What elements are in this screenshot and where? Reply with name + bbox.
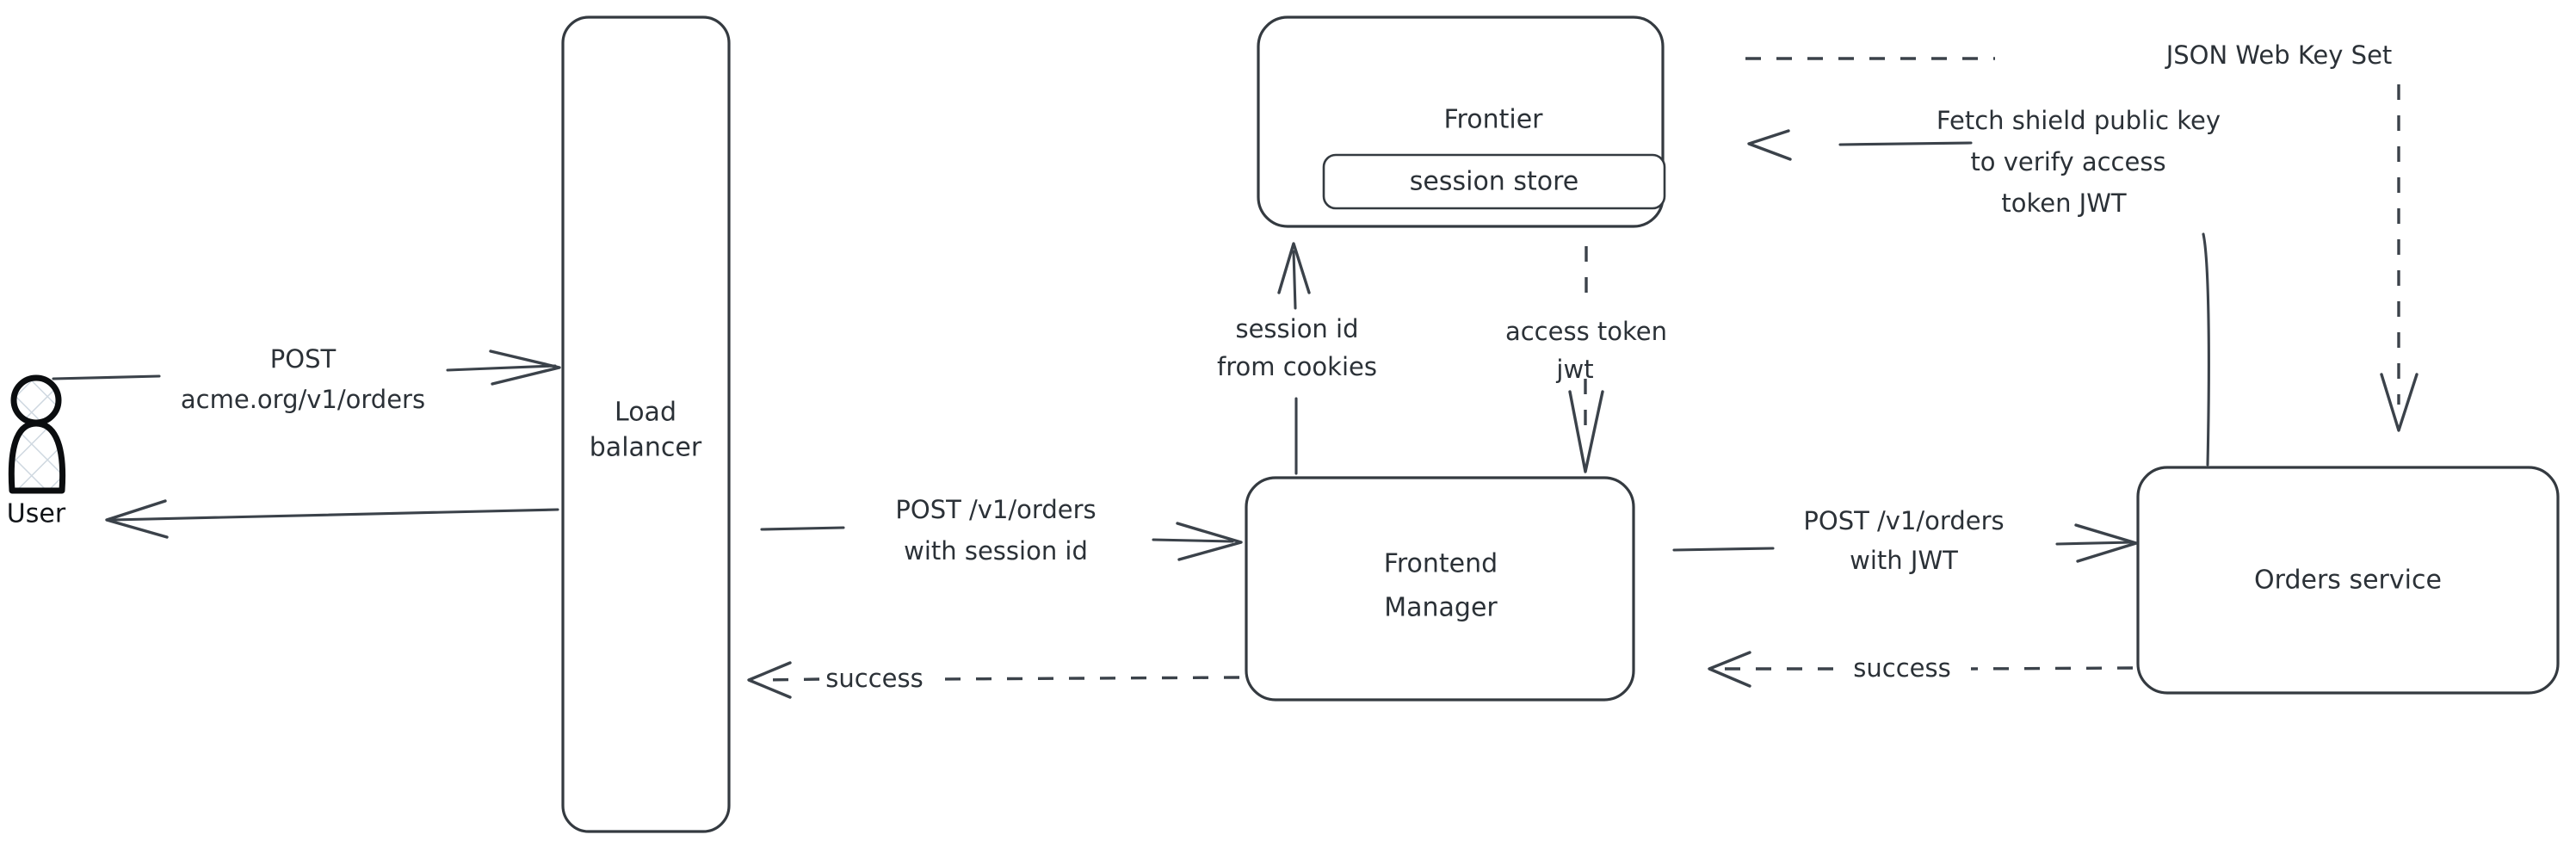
edge-orders-to-fm-line-right <box>1970 666 2134 671</box>
edge-fm-to-orders-line-left <box>1672 547 1775 552</box>
actor-user[interactable]: User <box>7 374 66 529</box>
edge-orders-to-frontier-line-vertical <box>2202 232 2210 467</box>
edge-user-to-lb-label-line1: POST <box>270 344 337 374</box>
edge-orders-to-frontier-line-horizontal <box>1838 141 1973 146</box>
edge-fm-to-orders-label-line1: POST /v1/orders <box>1803 506 2004 535</box>
edge-lb-to-user-line <box>110 508 559 522</box>
frontend-manager-label-line1: Frontend <box>1384 549 1498 579</box>
edge-fm-to-lb-line-left <box>762 677 820 682</box>
edge-frontier-to-fm-arrowhead <box>1568 390 1604 473</box>
edge-user-to-lb-line-left <box>52 374 161 380</box>
session-store-box <box>1322 153 1666 210</box>
edge-frontend-manager-to-frontier: session id from cookies <box>1217 242 1377 475</box>
person-icon-head <box>10 374 62 426</box>
edge-frontier-to-orders-service: JSON Web Key Set <box>1745 40 2418 432</box>
node-load-balancer[interactable]: Load balancer <box>561 15 731 833</box>
edge-user-to-load-balancer: POST acme.org/v1/orders <box>52 344 561 414</box>
edge-orders-to-fm-arrowhead <box>1708 651 1751 688</box>
edge-fm-to-frontier-label-line2: from cookies <box>1217 352 1377 381</box>
edge-load-balancer-to-frontend-manager: POST /v1/orders with session id <box>760 495 1243 566</box>
orders-service-label: Orders service <box>2254 566 2442 596</box>
edge-fm-to-frontier-line-upper <box>1292 250 1297 310</box>
session-store-label: session store <box>1410 167 1578 197</box>
node-frontend-manager[interactable]: Frontend Manager <box>1245 476 1635 702</box>
person-icon-body <box>8 420 66 494</box>
load-balancer-label-line2: balancer <box>590 433 702 463</box>
edge-frontier-to-fm-label-line1: access token <box>1505 317 1667 346</box>
edge-frontier-to-frontend-manager: access token jwt <box>1505 246 1667 473</box>
edge-fm-to-lb-line-right <box>930 676 1240 681</box>
orders-service-box <box>2136 466 2560 695</box>
node-session-store[interactable]: session store <box>1322 153 1666 210</box>
edge-frontier-to-fm-label-line2: jwt <box>1555 355 1593 384</box>
edge-lb-to-user-arrowhead <box>105 499 169 539</box>
edge-frontier-to-orders-label: JSON Web Key Set <box>2165 40 2393 70</box>
edge-orders-to-frontier-arrowhead <box>1747 129 1792 161</box>
edge-fm-to-frontier-arrowhead <box>1277 242 1311 294</box>
edge-fm-to-orders-label-line2: with JWT <box>1850 546 1958 575</box>
edge-orders-service-to-frontier: Fetch shield public key to verify access… <box>1747 106 2221 467</box>
edge-fm-to-orders-arrowhead <box>2074 523 2138 563</box>
edge-lb-to-fm-label-line2: with session id <box>904 536 1088 566</box>
node-frontier[interactable]: Frontier session store <box>1257 15 1666 228</box>
edge-fm-to-orders-line-right <box>2055 541 2134 546</box>
edge-lb-to-fm-line-right <box>1152 538 1234 543</box>
edge-orders-to-frontier-label-line2: to verify access <box>1970 147 2165 176</box>
frontend-manager-label-line2: Manager <box>1384 593 1498 623</box>
edge-orders-to-frontier-label-line3: token JWT <box>2001 189 2127 218</box>
edge-load-balancer-to-user <box>105 499 559 539</box>
edge-lb-to-fm-line-left <box>760 526 845 531</box>
actor-user-label: User <box>7 499 66 529</box>
edge-fm-to-frontier-label-line1: session id <box>1235 314 1358 343</box>
edge-lb-to-fm-label-line1: POST /v1/orders <box>895 495 1096 524</box>
edge-frontend-manager-to-load-balancer: success <box>747 661 1240 699</box>
edge-user-to-lb-label-line2: acme.org/v1/orders <box>181 385 425 414</box>
load-balancer-label-line1: Load <box>615 398 676 428</box>
edge-orders-service-to-frontend-manager: success <box>1708 651 2134 688</box>
frontier-label: Frontier <box>1443 105 1543 135</box>
load-balancer-box <box>561 15 731 833</box>
edge-frontier-to-orders-arrowhead <box>2380 373 2418 432</box>
frontend-manager-box <box>1245 476 1635 702</box>
edge-frontend-manager-to-orders-service: POST /v1/orders with JWT <box>1672 506 2138 575</box>
node-orders-service[interactable]: Orders service <box>2136 466 2560 695</box>
edge-orders-to-fm-label: success <box>1853 653 1950 683</box>
edge-orders-to-frontier-label-line1: Fetch shield public key <box>1937 106 2221 135</box>
edge-fm-to-lb-label: success <box>825 664 923 693</box>
edge-fm-to-lb-arrowhead <box>747 661 792 699</box>
edge-lb-to-fm-arrowhead <box>1176 522 1243 561</box>
edge-user-to-lb-line-right <box>446 364 557 372</box>
edge-user-to-lb-arrowhead <box>489 349 561 386</box>
